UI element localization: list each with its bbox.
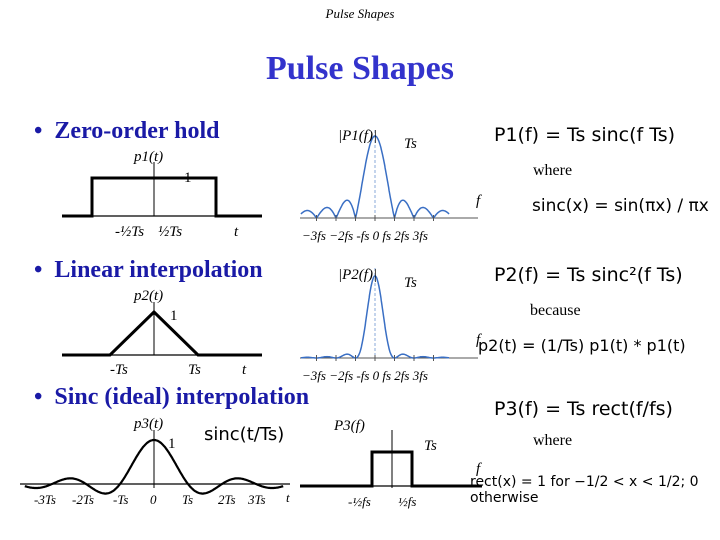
bullet-text: Sinc (ideal) interpolation <box>54 384 310 410</box>
linear-formula: P2(f) = Ts sinc²(f Ts) <box>494 264 683 286</box>
sinc-time-label: p3(t) <box>134 416 164 432</box>
slide-title: Pulse Shapes <box>266 50 454 87</box>
sinc-freq-label: P3(f) <box>334 418 365 434</box>
zoh-freq-plot <box>300 130 478 221</box>
sinc-neg-half-label: -½fs <box>348 494 371 509</box>
zoh-sinc-def: sinc(x) = sin(πx) / πx <box>532 196 709 216</box>
bullet-dot: • <box>34 257 43 283</box>
bullet-text: Linear interpolation <box>54 257 263 283</box>
sinc-formula: P3(f) = Ts rect(f/fs) <box>494 398 673 420</box>
sinc-rect-def: rect(x) = 1 for −1/2 < x < 1/2; 0 otherw… <box>470 474 699 506</box>
linear-sinc2-curve <box>300 275 450 359</box>
zoh-pos-half-label: ½Ts <box>158 224 183 240</box>
zoh-one-label: 1 <box>184 170 192 186</box>
sinc-time-expr: sinc(t/Ts) <box>204 424 285 445</box>
zoh-freq-label: |P1(f)| <box>338 128 378 144</box>
linear-freq-ticks-label: −3fs −2fs -fs 0 fs 2fs 3fs <box>302 368 428 383</box>
sinc-tick-neg3: -3Ts <box>34 492 56 507</box>
sinc-time-plot <box>20 430 290 495</box>
sinc-freq-plot <box>300 430 482 488</box>
sinc-t-axis-label: t <box>286 490 290 505</box>
zoh-rect-pulse <box>62 176 262 218</box>
sinc-tick-pos3: 3Ts <box>248 492 266 507</box>
linear-conv-def: p2(t) = (1/Ts) p1(t) * p1(t) <box>478 336 686 355</box>
zoh-time-label: p1(t) <box>134 149 164 165</box>
zoh-ts-label: Ts <box>404 136 417 152</box>
zoh-freq-ticks-label: −3fs −2fs -fs 0 fs 2fs 3fs <box>302 228 428 243</box>
sinc-tick-pos1: Ts <box>182 492 194 507</box>
sinc-tick-neg2: -2Ts <box>72 492 94 507</box>
linear-t-axis-label: t <box>242 362 247 378</box>
sinc-one-label: 1 <box>168 436 176 452</box>
sinc-tick-pos2: 2Ts <box>218 492 236 507</box>
zoh-f-axis-label: f <box>476 193 481 209</box>
sinc-freq-rect <box>300 450 482 488</box>
linear-time-label: p2(t) <box>134 288 164 304</box>
linear-freq-label: |P2(f)| <box>338 267 378 283</box>
zoh-t-axis-label: t <box>234 224 239 240</box>
linear-because: because <box>530 302 581 319</box>
bullet-text: Zero-order hold <box>54 118 220 144</box>
sinc-where: where <box>533 432 573 449</box>
zoh-where: where <box>533 162 573 179</box>
linear-freq-plot <box>300 268 478 361</box>
sinc-f-axis-label: f <box>476 461 481 477</box>
linear-freq-ticks <box>316 355 434 361</box>
bullet-sinc-interpolation: • Sinc (ideal) interpolation <box>34 384 309 411</box>
zoh-formula: P1(f) = Ts sinc(f Ts) <box>494 124 676 146</box>
slide-header: Pulse Shapes <box>325 6 395 21</box>
sinc-ts-label: Ts <box>424 438 437 454</box>
zoh-freq-ticks <box>316 215 434 221</box>
linear-one-label: 1 <box>170 308 178 324</box>
linear-triangle-pulse <box>62 309 262 357</box>
bullet-linear-interpolation: • Linear interpolation <box>34 257 263 284</box>
sinc-time-curve <box>24 438 284 495</box>
linear-f-axis-label: f <box>476 332 481 348</box>
linear-neg-ts-label: -Ts <box>110 362 128 378</box>
sinc-tick-neg1: -Ts <box>113 492 129 507</box>
bullet-dot: • <box>34 384 43 410</box>
zoh-neg-half-label: -½Ts <box>115 224 145 240</box>
sinc-pos-half-label: ½fs <box>398 494 417 509</box>
linear-time-plot <box>62 302 262 357</box>
zoh-sinc-curve <box>300 135 450 220</box>
bullet-zero-order-hold: • Zero-order hold <box>34 118 220 145</box>
zoh-time-plot <box>62 162 262 218</box>
sinc-tick-zero: 0 <box>150 492 157 507</box>
bullet-dot: • <box>34 118 43 144</box>
linear-ts-label: Ts <box>404 275 417 291</box>
linear-pos-ts-label: Ts <box>188 362 201 378</box>
